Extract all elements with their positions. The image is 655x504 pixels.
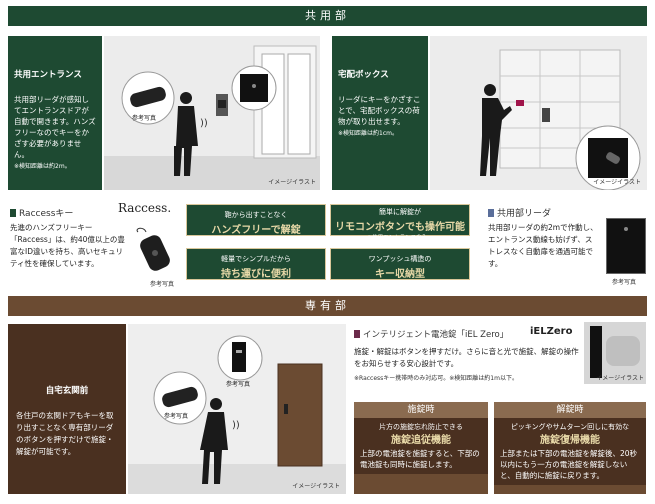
unlock-panel-title: 施錠復帰機能 xyxy=(540,435,600,446)
entrance-scene-svg: )) xyxy=(104,36,320,190)
lock-panel-body: 上部の電池錠を施錠すると、下部の電池錠も同時に施錠します。 xyxy=(360,449,480,469)
lock-panel-lead: 片方の施錠忘れ防止できる xyxy=(379,423,463,431)
feature-3-lead: 軽量でシンプルだから xyxy=(221,255,291,263)
raccess-body: 先進のハンズフリーキー「Raccess」は、約40億以上の豊富なID違いを持ち、… xyxy=(10,223,125,268)
iel-lock-device xyxy=(590,326,602,378)
private-entrance-illustration: )) 参考写真 参考写真 イメージイラスト xyxy=(128,324,346,494)
private-photo-label-1: 参考写真 xyxy=(164,413,189,420)
entrance-illust-caption: イメージイラスト xyxy=(268,179,316,186)
feature-2-lead: 簡単に解錠が xyxy=(379,208,421,216)
iel-lock-image: イメージイラスト xyxy=(584,322,646,384)
iel-illust-caption: イメージイラスト xyxy=(596,375,644,382)
iel-hand-icon xyxy=(606,336,640,366)
feature-4-lead: ワンプッシュ構造の xyxy=(368,255,432,263)
raccess-logo: Raccess. xyxy=(118,201,172,215)
feature-box-lightweight: 軽量でシンプルだから 持ち運びに便利 xyxy=(186,248,326,280)
private-photo-label-2: 参考写真 xyxy=(226,381,251,388)
common-entrance-illustration: )) 参考写真 イメージイラスト xyxy=(104,36,320,190)
feature-box-storage: ワンプッシュ構造の キー収納型 xyxy=(330,248,470,280)
unlock-panel-lead: ピッキングやサムターン回しに有効な xyxy=(510,423,630,431)
feature-4-title: キー収納型 xyxy=(375,269,425,280)
private-area-header: 専有部 xyxy=(8,296,647,316)
svg-text:)): )) xyxy=(200,118,208,129)
delivery-box-body: リーダにキーをかざすことで、宅配ボックスの荷物が取り出せます。 xyxy=(338,95,421,126)
lock-panel-head: 施錠時 xyxy=(354,402,488,418)
delivery-box-illustration: イメージイラスト xyxy=(430,36,647,190)
common-entrance-body: 共用部リーダが感知してエントランスドアが自動で開きます。ハンズフリーなのでキーを… xyxy=(14,95,96,159)
iel-note: ※Raccessキー携帯時のみ対応可。※検知距離は約1m以下。 xyxy=(354,375,518,382)
iel-heading-text: インテリジェント電池錠「iEL Zero」 xyxy=(363,330,509,340)
reader-heading: 共用部リーダ xyxy=(488,206,551,219)
iel-heading: インテリジェント電池錠「iEL Zero」 xyxy=(354,328,508,340)
feature-1-lead: 鞄から出すことなく xyxy=(224,211,288,219)
private-entrance-title: 自宅玄関前 xyxy=(45,386,89,396)
reader-image xyxy=(606,218,646,274)
delivery-box-title: 宅配ボックス xyxy=(338,70,389,80)
raccess-heading-text: Raccessキー xyxy=(19,209,74,219)
iel-logo: iELZero xyxy=(530,326,573,337)
feature-box-handsfree: 鞄から出すことなく ハンズフリーで解錠 xyxy=(186,204,326,236)
lock-panel-title: 施錠追従機能 xyxy=(391,435,451,446)
private-entrance-scene-svg: )) xyxy=(128,324,346,494)
unlock-panel: 解錠時 ピッキングやサムターン回しに有効な 施錠復帰機能 上部または下部の電池錠… xyxy=(494,402,646,494)
delivery-scene-svg xyxy=(430,36,647,190)
raccess-heading-marker xyxy=(10,209,16,217)
reader-sensor-icon xyxy=(624,227,628,231)
common-entrance-note: ※検知距離は約2m。 xyxy=(14,163,71,170)
common-entrance-title: 共用エントランス xyxy=(14,70,82,80)
raccess-heading: Raccessキー xyxy=(10,206,73,219)
feature-box-remote: 簡単に解錠が リモコンボタンでも操作可能 ※共用エントランスのみ。 xyxy=(330,204,470,241)
feature-2-title: リモコンボタンでも操作可能 xyxy=(335,222,465,233)
private-illust-caption: イメージイラスト xyxy=(292,483,340,490)
feature-3-title: 持ち運びに便利 xyxy=(221,269,291,280)
raccess-photo-label: 参考写真 xyxy=(150,281,175,288)
iel-heading-marker xyxy=(354,330,360,338)
delivery-box-panel: 宅配ボックス リーダにキーをかざすことで、宅配ボックスの荷物が取り出せます。 ※… xyxy=(332,36,428,190)
feature-1-title: ハンズフリーで解錠 xyxy=(211,225,301,236)
delivery-illust-caption: イメージイラスト xyxy=(593,179,641,186)
common-area-header: 共用部 xyxy=(8,6,647,26)
reader-heading-text: 共用部リーダ xyxy=(497,209,552,219)
reader-body: 共用部リーダの約2mで作動し、エントランス動線も妨げず、ストレスなく自動扉を通過… xyxy=(488,223,598,268)
raccess-key-image xyxy=(136,227,170,271)
unlock-panel-body: 上部または下部の電池錠を解錠後、20秒以内にもう一方の電池錠を解錠しないと、自動… xyxy=(500,449,638,480)
entrance-photo-label: 参考写真 xyxy=(132,115,157,122)
unlock-panel-head: 解錠時 xyxy=(494,402,646,418)
delivery-box-note: ※検知距離は約1cm。 xyxy=(338,130,398,137)
reader-heading-marker xyxy=(488,209,494,217)
common-entrance-panel: 共用エントランス 共用部リーダが感知してエントランスドアが自動で開きます。ハンズ… xyxy=(8,36,102,190)
iel-body: 施錠・解錠はボタンを押すだけ。さらに音と光で施錠、解錠の操作をお知らせする安心設… xyxy=(354,347,579,368)
private-entrance-panel: 自宅玄関前 各住戸の玄関ドアもキーを取り出すことなく専有部リーダのボタンを押すだ… xyxy=(8,324,126,494)
svg-text:)): )) xyxy=(232,420,240,431)
feature-2-note: ※共用エントランスのみ。 xyxy=(367,235,433,241)
lock-panel: 施錠時 片方の施錠忘れ防止できる 施錠追従機能 上部の電池錠を施錠すると、下部の… xyxy=(354,402,488,494)
reader-photo-label: 参考写真 xyxy=(612,279,637,286)
private-entrance-body: 各住戸の玄関ドアもキーを取り出すことなく専有部リーダのボタンを押すだけで施錠・解… xyxy=(16,411,114,456)
